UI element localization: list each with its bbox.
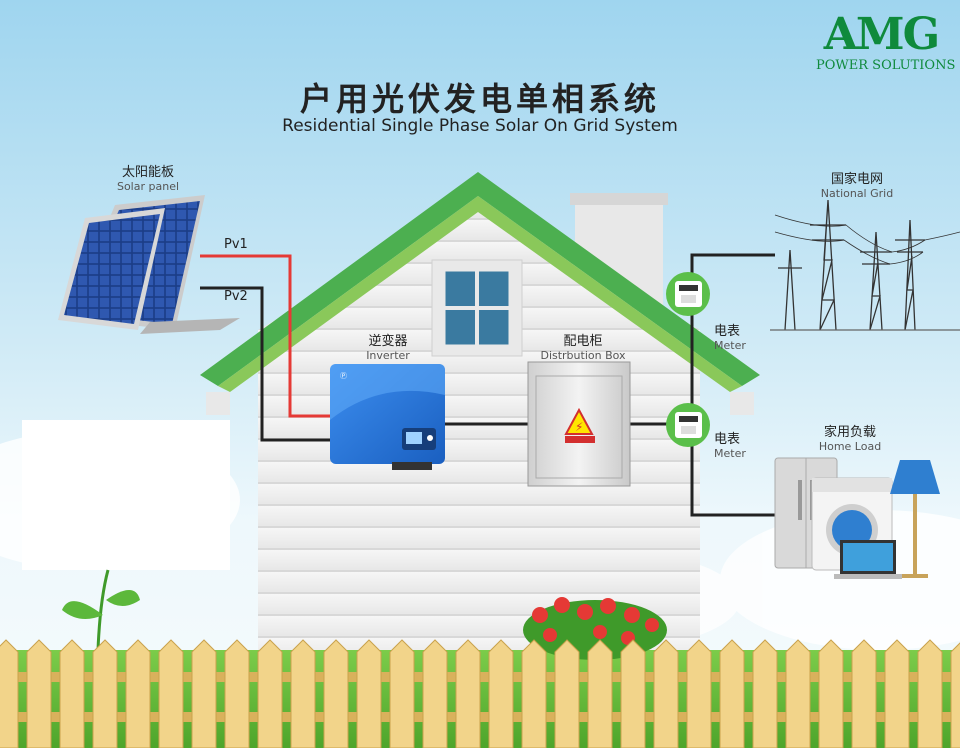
fence-picket [26,639,52,748]
fence-picket [389,639,415,748]
fence-picket [752,639,778,748]
fence-picket [323,639,349,748]
meter-top-label: 电表 Meter [714,324,746,352]
pylon-icon [770,199,960,331]
fence-picket [92,639,118,748]
fence-picket [224,639,250,748]
fence-icon [0,639,960,748]
meter-bottom-label: 电表 Meter [714,432,746,460]
fence-picket [422,639,448,748]
svg-text:⚡: ⚡ [575,420,583,434]
fence-picket [950,642,960,748]
title-english: Residential Single Phase Solar On Grid S… [282,116,678,136]
brand-logo: AMG POWER SOLUTIONS [816,9,956,76]
distribution-box-icon: ⚡ [527,361,631,487]
distribution-box-label: 配电柜 Distrbution Box [540,334,626,362]
fence-picket [257,639,283,748]
fence-picket [554,639,580,748]
fence-picket [620,639,646,748]
title-chinese: 户用光伏发电单相系统 [299,80,660,118]
national-grid-label: 国家电网 National Grid [820,172,894,200]
fence-picket [356,639,382,748]
solar-panel-label: 太阳能板 Solar panel [116,165,180,193]
fence-picket [653,639,679,748]
fence-picket [785,639,811,748]
pv1-label: Pv1 [224,237,248,252]
laptop-icon [834,540,902,579]
fence-picket [59,639,85,748]
inverter-label: 逆变器 Inverter [366,334,410,362]
house-wall [258,203,700,650]
fence-picket [488,639,514,748]
floor-lamp-icon [890,460,940,578]
house-window [431,259,523,357]
fence-picket [455,639,481,748]
fence-picket [125,639,151,748]
roof [200,172,760,415]
fence-picket [686,639,712,748]
fence-picket [587,639,613,748]
svg-text:Ⓟ: Ⓟ [340,372,347,380]
fence-picket [290,639,316,748]
fence-picket [719,639,745,748]
home-load-label: 家用负载 Home Load [818,425,882,453]
fence-picket [851,639,877,748]
meter-icon [666,272,710,316]
fence-picket [884,639,910,748]
pv2-label: Pv2 [224,289,248,304]
sprout-icon [62,569,140,651]
fence-picket [191,639,217,748]
inverter-icon: Ⓟ [330,364,445,470]
fence-picket [818,639,844,748]
fence-picket [521,639,547,748]
meter-icon [666,403,710,447]
fence-picket [917,639,943,748]
logo-subtitle: POWER SOLUTIONS [816,58,956,73]
solar-panel-icon [58,195,240,334]
fence-picket [0,639,19,748]
white-patch [22,420,230,570]
logo-mark: AMG [823,9,940,60]
fence-picket [158,639,184,748]
